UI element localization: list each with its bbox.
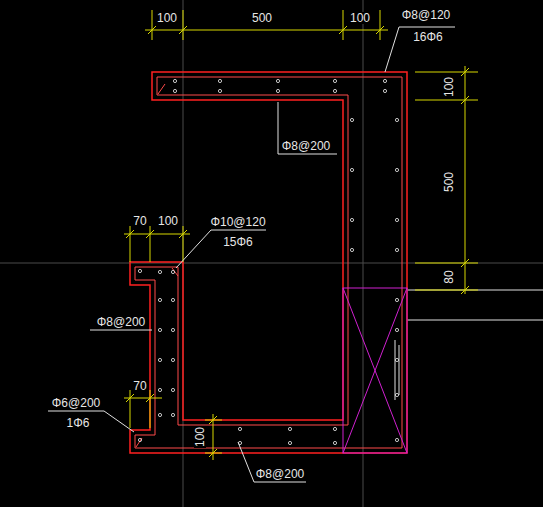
rebar-dot <box>395 393 398 396</box>
rebar-dot <box>276 89 279 92</box>
rebar-dot <box>173 79 176 82</box>
rebar-dot <box>238 427 241 430</box>
dimension-label: 80 <box>443 269 455 284</box>
rebar-spec-label: Φ6@200 <box>51 397 101 409</box>
rebar-dot <box>218 89 221 92</box>
rebar-dot <box>333 89 336 92</box>
rebar-dot <box>158 298 161 301</box>
rebar-dot <box>395 438 398 441</box>
rebar-dot <box>171 298 174 301</box>
rebar-dot <box>158 388 161 391</box>
rebar-dot <box>171 413 174 416</box>
rebar-count-label: 16Φ6 <box>412 31 444 43</box>
dimension-label: 500 <box>443 171 455 193</box>
rebar-dot <box>350 168 353 171</box>
dimension-label: 100 <box>157 215 179 227</box>
rebar-dot <box>158 328 161 331</box>
rebar-dot <box>171 388 174 391</box>
concrete-outline <box>130 72 407 453</box>
rebar-dot <box>395 218 398 221</box>
rebar-dot <box>395 298 398 301</box>
dimension-label: 100 <box>349 12 371 24</box>
rebar-dot <box>383 89 386 92</box>
rebar-dot <box>395 328 398 331</box>
dimension-label: 500 <box>251 12 273 24</box>
rebar-spec-label: Φ8@200 <box>255 468 305 480</box>
hook-marks <box>136 84 178 447</box>
rebar-dot <box>288 427 291 430</box>
stirrup-outline <box>135 77 402 448</box>
rebar-dot <box>171 270 174 273</box>
rebar-dot <box>158 270 161 273</box>
rebar-dot <box>395 168 398 171</box>
rebar-dot <box>276 79 279 82</box>
dimension-label: 100 <box>443 76 455 98</box>
rebar-dot <box>395 358 398 361</box>
leader-lines <box>48 27 455 482</box>
rebar-dot <box>383 79 386 82</box>
rebar-dot <box>350 248 353 251</box>
rebar-dot <box>333 441 336 444</box>
rebar-dot <box>395 248 398 251</box>
rebar-dot <box>138 438 141 441</box>
adjacent-slab <box>395 290 543 400</box>
rebar-dot <box>350 118 353 121</box>
dimension-label: 70 <box>132 380 147 392</box>
rebar-spec-label: Φ8@200 <box>281 140 331 152</box>
column-void <box>343 288 407 453</box>
rebar-dot <box>138 269 141 272</box>
rebar-dot <box>158 358 161 361</box>
rebar-dot <box>288 441 291 444</box>
dimension-label: 70 <box>132 215 147 227</box>
rebar-dots <box>138 79 398 444</box>
rebar-dot <box>171 358 174 361</box>
rebar-count-label: 15Φ6 <box>222 236 254 248</box>
rebar-dot <box>158 413 161 416</box>
rebar-dot <box>173 89 176 92</box>
rebar-dot <box>333 427 336 430</box>
rebar-dot <box>218 79 221 82</box>
rebar-dot <box>333 79 336 82</box>
dimension-label: 100 <box>194 426 206 448</box>
dimension-lines <box>124 10 478 460</box>
rebar-dot <box>171 328 174 331</box>
rebar-spec-label: Φ10@120 <box>209 216 266 228</box>
rebar-count-label: 1Φ6 <box>66 417 91 429</box>
rebar-dot <box>395 118 398 121</box>
rebar-dot <box>350 218 353 221</box>
rebar-spec-label: Φ8@200 <box>96 316 146 328</box>
rebar-spec-label: Φ8@120 <box>401 9 451 21</box>
dimension-label: 100 <box>156 12 178 24</box>
